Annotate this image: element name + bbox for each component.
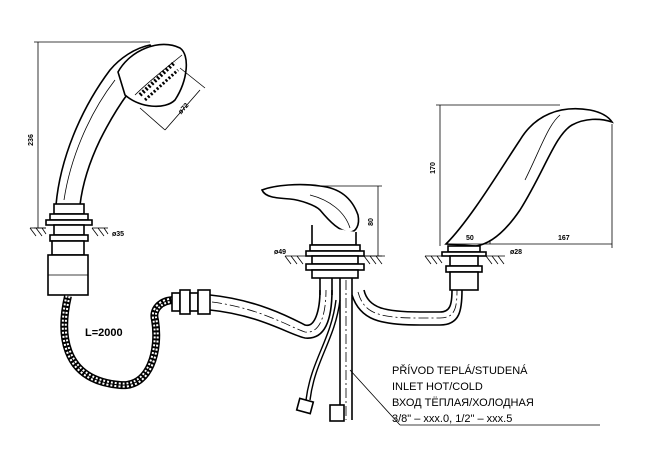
deck-hatch-right	[424, 255, 505, 265]
dim-spout-height: 170	[430, 104, 560, 246]
shower-head-nozzles	[138, 60, 180, 102]
dim-167-label: 167	[558, 235, 570, 242]
mixer-valve	[260, 183, 385, 420]
dim-28-label: ø28	[510, 249, 522, 256]
pipe-right	[351, 289, 463, 326]
dim-mixer-height: 80	[320, 185, 382, 257]
dim-72-label: ø72	[177, 102, 190, 116]
spout	[424, 108, 614, 291]
dim-50-label: 50	[466, 235, 474, 242]
hose-length-label: L=2000	[85, 327, 123, 339]
hose-fitting	[171, 289, 211, 315]
dim-handshower-height: 236	[28, 41, 150, 229]
note-line-en: INLET HOT/COLD	[392, 381, 483, 393]
dim-170-label: 170	[430, 162, 437, 174]
flexible-hose	[60, 295, 176, 390]
dim-236-label: 236	[28, 134, 35, 146]
note-line-ru: ВХОД ТЁПЛАЯ/ХОЛОДНАЯ	[392, 397, 534, 409]
note-line-cz: PŘÍVOD TEPLÁ/STUDENÁ	[392, 364, 528, 377]
supply-note: PŘÍVOD TEPLÁ/STUDENÁ INLET HOT/COLD ВХОД…	[349, 364, 600, 426]
dim-35-label: ø35	[112, 231, 124, 238]
pipe-left	[209, 289, 333, 339]
hand-shower	[29, 43, 188, 296]
dim-spout-reach: 50 167	[446, 124, 613, 248]
dim-49-label: ø49	[274, 249, 286, 256]
supply-hoses	[295, 299, 345, 422]
dim-80-label: 80	[368, 218, 375, 226]
note-line-sizes: 3/8" – xxx.0, 1/2" – xxx.5	[392, 413, 512, 425]
